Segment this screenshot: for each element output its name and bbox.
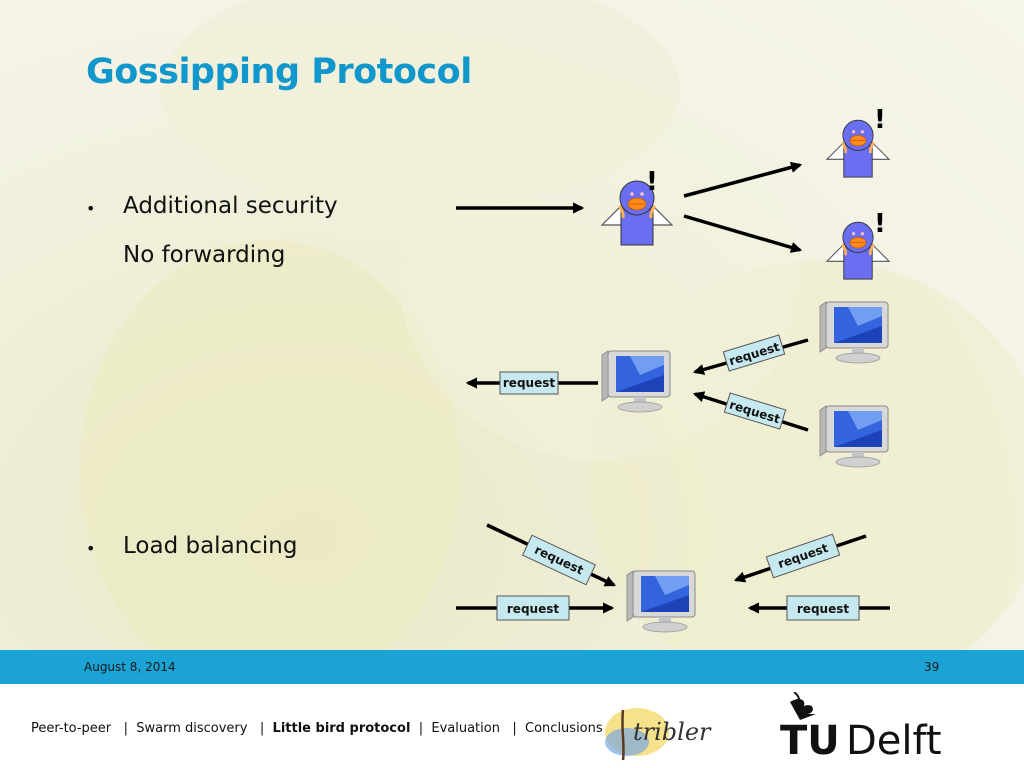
bullet-no-forwarding: No forwarding [123,242,286,268]
arrow-bird-to-top [683,161,803,198]
request-label-lb-top-right: request [765,533,841,579]
alert-mark-bottom: ! [874,209,886,239]
request-label-lb-top-left: request [521,534,597,586]
nav-item-little-bird-protocol[interactable]: Little bird protocol [272,721,411,736]
nav-separator: | [512,721,517,736]
computer-icon-center [601,350,671,413]
nav-item-peer-to-peer[interactable]: Peer-to-peer [31,721,112,736]
request-label-bottom: request [723,392,787,430]
computer-icon-bottom-right [819,405,889,468]
tu-delft-logo: TU Delft [780,692,942,760]
slide-title: Gossipping Protocol [86,52,472,92]
computer-icon-load [626,570,696,633]
gossip-diagram: ! ! ! request request request request re… [456,105,891,633]
tribler-logo: tribler [605,708,712,761]
nav-separator: | [418,721,424,736]
request-label-lb-right: request [786,595,860,621]
computer-icon-top-right [819,301,889,364]
nav-item-swarm-discovery[interactable]: Swarm discovery [136,721,248,736]
nav-item-evaluation[interactable]: Evaluation [431,721,500,736]
footer-bar: August 8, 2014 39 [0,650,1024,684]
section-navigation: Peer-to-peer | Swarm discovery | Little … [31,721,603,736]
bullet-marker: • [86,199,96,218]
nav-separator: | [259,721,265,736]
alert-mark-top: ! [874,105,886,135]
request-label-top: request [722,334,786,372]
request-label-text: request [503,376,555,390]
bird-icon-center [600,179,674,247]
bullet-additional-security: Additional security [123,193,338,219]
tribler-wordmark: tribler [633,718,712,746]
delft-letters: Delft [846,718,942,760]
page-number: 39 [924,660,940,674]
request-label-text: request [507,602,559,616]
tu-letters: TU [780,718,840,760]
request-label-out: request [499,371,559,395]
request-label-lb-left: request [496,595,570,621]
bullet-load-balancing: Load balancing [123,533,298,559]
request-label-text: request [797,602,849,616]
arrow-bird-to-bottom [683,214,803,253]
nav-item-conclusions[interactable]: Conclusions [525,721,603,736]
bullet-marker: • [86,539,96,558]
nav-separator: | [123,721,128,736]
footer-date: August 8, 2014 [84,660,176,674]
bottom-area: Peer-to-peer | Swarm discovery | Little … [0,684,1024,768]
alert-mark-center: ! [646,167,658,197]
